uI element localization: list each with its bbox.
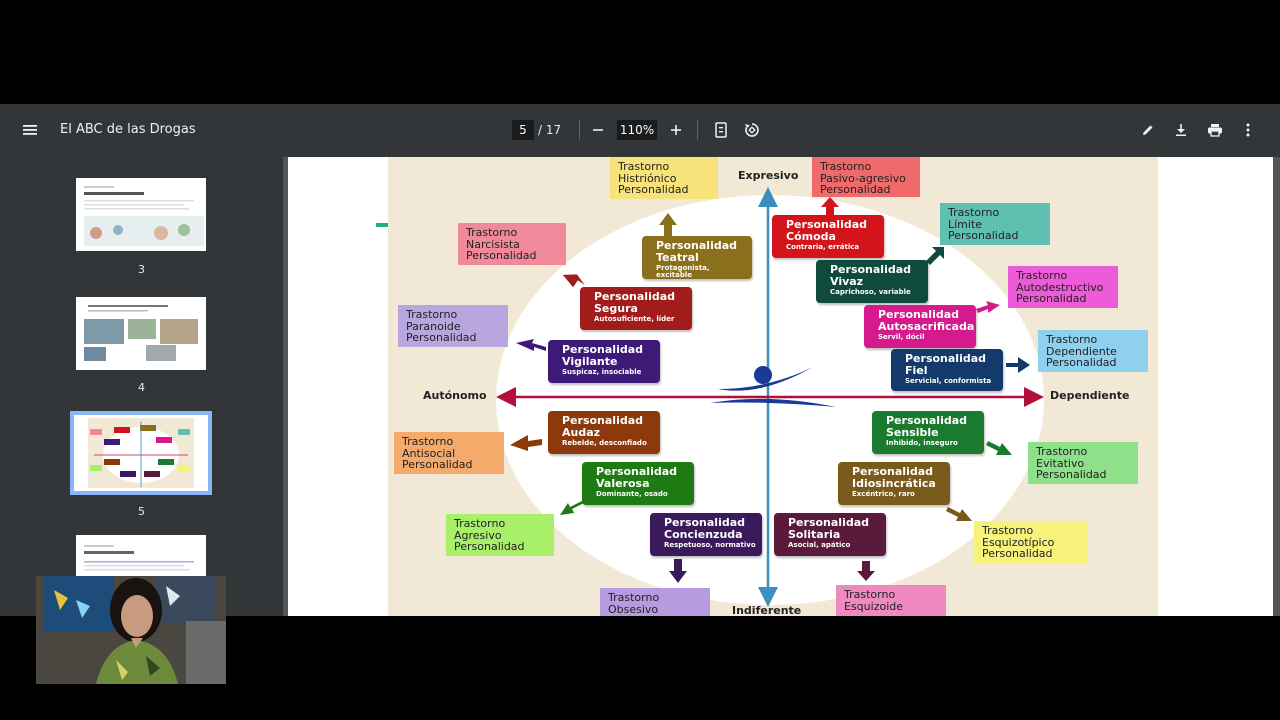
disorder-box: Trastorno Pasivo-agresivo Personalidad: [812, 157, 920, 197]
zoom-in-button[interactable]: [663, 117, 689, 143]
diagram-arrows: [496, 187, 1044, 607]
disorder-box: Trastorno Histriónico Personalidad: [610, 157, 718, 199]
pdf-toolbar: El ABC de las Drogas 5 / 17 110%: [0, 104, 1280, 157]
disorder-box: Trastorno Paranoide Personalidad: [398, 305, 508, 347]
zoom-out-button[interactable]: [585, 117, 611, 143]
menu-icon[interactable]: [17, 117, 43, 143]
toolbar-divider: [697, 120, 698, 140]
disorder-box: Trastorno Narcisista Personalidad: [458, 223, 566, 265]
disorder-box: Trastorno Obsesivo: [600, 588, 710, 616]
disorder-box: Trastorno Evitativo Personalidad: [1028, 442, 1138, 484]
disorder-box: Trastorno Dependiente Personalidad: [1038, 330, 1148, 372]
disorder-box: Trastorno Autodestructivo Personalidad: [1008, 266, 1118, 308]
page-total: / 17: [538, 123, 562, 137]
zoom-level-input[interactable]: 110%: [617, 120, 657, 140]
thumbnail-number: 4: [138, 381, 145, 394]
thumbnail-page-3[interactable]: [76, 178, 206, 251]
download-icon[interactable]: [1168, 117, 1194, 143]
disorder-box: Trastorno Esquizoide: [836, 585, 946, 616]
webcam-overlay: [36, 576, 226, 684]
thumbnail-sidebar: 3 4: [0, 157, 283, 616]
axis-label-right: Dependiente: [1050, 389, 1130, 402]
document-title: El ABC de las Drogas: [60, 122, 196, 137]
axis-label-left: Autónomo: [423, 389, 487, 402]
axis-label-bottom: Indiferente: [732, 604, 802, 616]
pen-icon[interactable]: [1135, 117, 1161, 143]
disorder-box: Trastorno Agresivo Personalidad: [446, 514, 554, 556]
pdf-page: Expresivo Indiferente Autónomo Dependien…: [288, 157, 1273, 616]
page-number-input[interactable]: 5: [512, 120, 534, 140]
thumbnail-number: 5: [138, 505, 145, 518]
personality-diagram: Expresivo Indiferente Autónomo Dependien…: [388, 157, 1158, 616]
fit-page-icon[interactable]: [708, 117, 734, 143]
thumbnail-number: 3: [138, 263, 145, 276]
more-options-icon[interactable]: [1235, 117, 1261, 143]
pdf-viewer: El ABC de las Drogas 5 / 17 110%: [0, 104, 1280, 616]
axis-label-top: Expresivo: [738, 169, 799, 182]
disorder-box: Trastorno Límite Personalidad: [940, 203, 1050, 245]
disorder-box: Trastorno Antisocial Personalidad: [394, 432, 504, 474]
thumbnail-page-5-selected[interactable]: [70, 411, 212, 495]
disorder-box: Trastorno Esquizotípico Personalidad: [974, 521, 1088, 563]
center-logo: [710, 366, 836, 407]
page-mark: [376, 223, 388, 227]
toolbar-divider: [579, 120, 580, 140]
thumbnail-page-4[interactable]: [76, 297, 206, 370]
rotate-icon[interactable]: [739, 117, 765, 143]
print-icon[interactable]: [1202, 117, 1228, 143]
